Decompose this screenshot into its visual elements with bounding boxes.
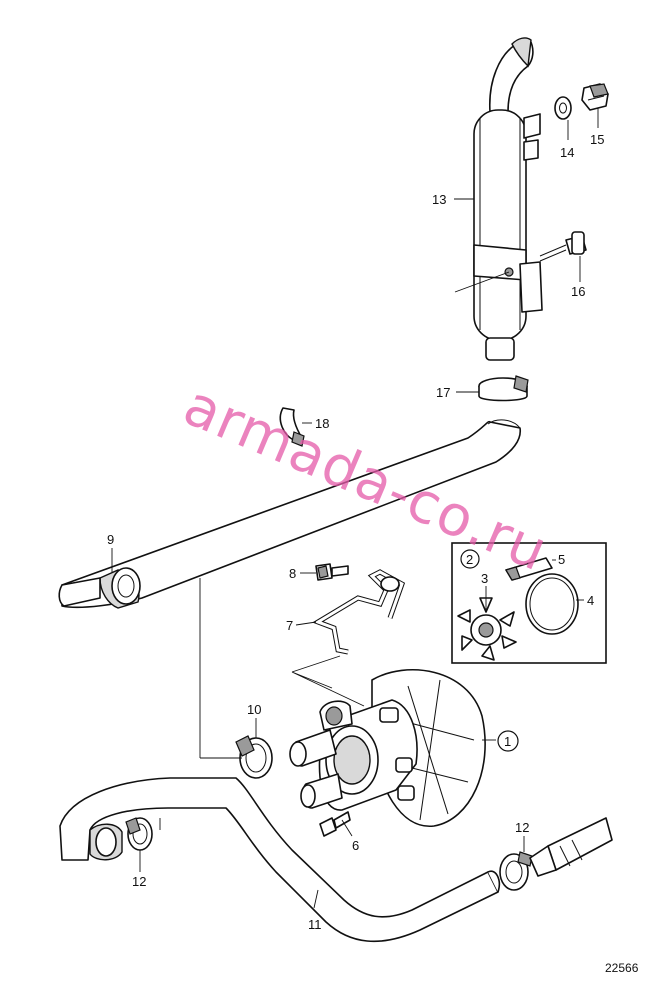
callout-4: 4	[587, 593, 594, 608]
callout-13: 13	[432, 192, 446, 207]
callout-7: 7	[286, 618, 293, 633]
outlet-fitting	[529, 817, 613, 877]
part-7-pipe	[312, 569, 406, 655]
part-9-hose	[58, 419, 521, 609]
callout-1-circled: 1	[497, 730, 519, 752]
callout-14: 14	[560, 145, 574, 160]
callout-17: 17	[436, 385, 450, 400]
callout-10: 10	[247, 702, 261, 717]
svg-text:1: 1	[504, 734, 511, 749]
part-6-screw	[319, 811, 351, 837]
part-4-o-ring	[525, 573, 579, 635]
callout-11: 11	[308, 917, 322, 932]
part-11-hose	[59, 777, 501, 943]
svg-text:2: 2	[466, 552, 473, 567]
part-12-hose-clamp-left	[125, 817, 153, 851]
callout-15: 15	[590, 132, 604, 147]
part-14-washer	[554, 96, 572, 120]
part-15-plug	[581, 83, 609, 111]
kit-box	[451, 542, 607, 664]
callout-9: 9	[107, 532, 114, 547]
drawing-reference-number: 22566	[605, 961, 639, 975]
callout-labels: 13 14 15 16 17 18 9 8 7 10 6 12 12 11 3 …	[107, 132, 604, 932]
part-12-hose-clamp-right	[499, 851, 533, 891]
part-10-hose-clamp	[235, 735, 273, 779]
part-3-impeller	[457, 597, 517, 661]
callout-12-right: 12	[515, 820, 529, 835]
callout-5: 5	[558, 552, 565, 567]
callout-2-circled: 2	[460, 549, 480, 569]
callout-3: 3	[481, 571, 488, 586]
callout-18: 18	[315, 416, 329, 431]
part-18-clip	[279, 407, 305, 447]
leader-lines	[111, 108, 599, 909]
part-1-sea-water-pump	[289, 669, 486, 827]
callout-8: 8	[289, 566, 296, 581]
callout-6: 6	[352, 838, 359, 853]
part-17-hose-clamp	[478, 375, 529, 402]
callout-12-left: 12	[132, 874, 146, 889]
part-13-cooler-tube	[454, 37, 543, 361]
part-5-seal-strip	[505, 557, 553, 581]
part-8-bolt	[315, 563, 349, 581]
part-16-bolt	[539, 231, 587, 262]
callout-16: 16	[571, 284, 585, 299]
